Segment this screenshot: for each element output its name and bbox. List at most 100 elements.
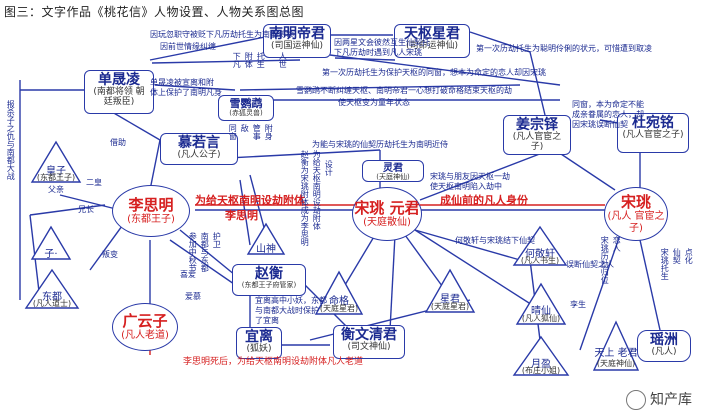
node-sub: (布庄小姐) [521, 366, 561, 375]
relation-label: 使天枢变为童年状态 [338, 98, 410, 107]
node-sub: (天庭神仙) [376, 173, 410, 181]
node-sub: (凡人老道) [121, 329, 169, 341]
node-sub: (凡人官宦之子) [622, 130, 684, 141]
relation-label: 南都与东都 [200, 232, 210, 272]
node-sub: (东都王子府管家) [241, 281, 297, 290]
node-zi[interactable]: 子· [30, 225, 72, 261]
triangle-shape [424, 268, 476, 313]
node-tianshu[interactable]: 天枢星君 (司命运神仙) [394, 24, 470, 58]
node-guangyunzi[interactable]: 广云子 (凡人老道) [112, 303, 178, 351]
relation-label: 为给天枢南明设劫附体 [195, 194, 305, 207]
triangle-shape [512, 335, 570, 376]
relation-label: 护卫 [212, 232, 222, 248]
relation-label: 何敬轩与宋珧结下仙契 [455, 236, 535, 245]
node-name: 李思明 [128, 195, 174, 214]
node-sub: (凡人 官宦之子) [607, 211, 665, 234]
node-name: 晴仙 [531, 306, 551, 317]
node-name: 单晟凌 [98, 72, 140, 88]
node-sub: (天庭神仙) [596, 359, 636, 368]
node-zhaoheng[interactable]: 赵衡 (东都王子府管家) [232, 264, 306, 296]
node-jiangzong[interactable]: 姜宗铎 (凡人官宦之子) [503, 115, 571, 155]
node-name: 宜离 [245, 329, 273, 345]
node-name: 瑶洲 [650, 332, 678, 348]
node-duwanming[interactable]: 杜宛铭 (凡人官宦之子) [617, 113, 689, 153]
watermark: 知产库 [626, 389, 692, 410]
node-lingjun[interactable]: 灵君 (天庭神仙) [362, 160, 424, 182]
node-name: 东都 [42, 292, 62, 303]
node-sub: (司国运神仙) [270, 41, 324, 52]
relation-label: 下凡 [232, 52, 242, 68]
relation-label: 雪鹦鹉不断纠缠天枢、南明帝君一心想打破命格结束天枢的劫 [296, 86, 512, 95]
node-lisiming[interactable]: 李思明 (东都王子) [112, 185, 190, 237]
node-dongdu[interactable]: 东都 (凡人道士) [24, 268, 80, 310]
relation-label: 李思明 [225, 209, 258, 222]
relation-label: 敌 [240, 124, 250, 132]
wechat-icon [626, 390, 646, 410]
relation-label: 与南都大战时保护 [255, 306, 319, 315]
node-sub: (东都王子) [36, 173, 76, 182]
node-name: 月盈 [531, 359, 551, 370]
relation-label: 了宜离 [255, 316, 279, 325]
node-songyao-god[interactable]: 宋珧 元君 (天庭散仙) [352, 187, 422, 241]
node-name: 子· [44, 249, 58, 260]
relation-label: 附体 [244, 52, 254, 68]
node-name: 杜宛铭 [632, 115, 674, 131]
node-sub: (司文神仙) [347, 342, 391, 353]
relation-label: 报杀子之仇与南都大战 [6, 100, 16, 180]
triangle-shape [30, 140, 82, 183]
relation-label: 喜爱 [180, 270, 196, 279]
node-mingge[interactable]: 命格 (天庭星君) [314, 270, 364, 316]
node-sub: (南都将领 朝廷叛臣) [93, 87, 145, 108]
relation-label: 因玩忽职守被贬下凡历劫托生为南都将领 [150, 30, 294, 39]
triangle-shape [24, 268, 80, 309]
relation-label: 因两星文会彼然互生仙契托 [334, 38, 430, 47]
relation-label: 爱慕 [185, 292, 201, 301]
node-name: 雪鹦鹉 [229, 97, 263, 110]
triangle-shape [246, 222, 286, 255]
node-name: 天上 老君 [594, 348, 638, 359]
node-tianshang[interactable]: 天上 老君 (天庭神仙) [592, 320, 640, 372]
node-name: 慕若言 [178, 135, 220, 151]
node-hengwenqing[interactable]: 衡文清君 (司文神仙) [333, 325, 405, 359]
diagram-title: 图三：文字作品《桃花信》人物设置、人物关系图总图 [4, 5, 305, 19]
node-sub: (凡人书生) [520, 256, 560, 265]
relation-label: 仙契 [672, 248, 682, 264]
triangle-shape [314, 270, 364, 315]
node-yueying[interactable]: 月盈 (布庄小姐) [512, 335, 570, 377]
relation-label: 恋人 [612, 236, 622, 252]
node-xingjun[interactable]: 星君 (天庭星君) [424, 268, 476, 314]
node-name: 南明帝君 [269, 26, 325, 42]
relation-label: 李思明死后，为给天枢南明设劫附体凡人老道 [183, 357, 364, 367]
relation-label: 为给天枢南明设劫附体 [312, 150, 322, 230]
node-hejingxuan[interactable]: 何敬轩 (凡人书生) [512, 225, 568, 267]
node-sub: (凡人官宦之子) [512, 132, 562, 153]
node-sub: (狐妖) [246, 344, 272, 355]
relation-label: 二皇 [86, 178, 102, 187]
node-name: 姜宗铎 [516, 117, 558, 133]
relation-label: 误断仙契之人 [566, 260, 614, 269]
node-sub: (凡人道士) [32, 299, 72, 308]
node-shanchengling[interactable]: 单晟凌 (南都将领 朝廷叛臣) [84, 70, 154, 114]
node-name: 广云子 [122, 311, 168, 330]
relation-label: 因前世情缘纠缠 [160, 42, 216, 51]
relation-label: 借助 [110, 138, 126, 147]
node-songyao-human[interactable]: 宋珧 (凡人 官宦之子) [604, 187, 668, 241]
relation-label: 人世 [278, 52, 288, 68]
node-shanshen[interactable]: 山神 [246, 222, 286, 256]
relation-label: 宋珧与朋友因天枢一劫 [430, 172, 510, 181]
node-yaozhou[interactable]: 瑶洲 (凡人) [637, 330, 691, 362]
relation-label: 管事 [252, 124, 262, 140]
triangle-shape [592, 320, 640, 371]
relation-label: 为能与宋珧的仙契历劫托生为南明近侍 [312, 140, 448, 149]
node-xueyongyan[interactable]: 雪鹦鹉 (赤狐灵兽) [218, 95, 274, 121]
relation-label: 使天枢南明陷入劫中 [430, 182, 502, 191]
node-yili[interactable]: 宜离 (狐妖) [236, 327, 282, 359]
relation-label: 同窗 [228, 124, 238, 140]
node-nanming[interactable]: 南明帝君 (司国运神仙) [263, 24, 331, 58]
relation-label: 第一次历劫托生为保护天枢的同窗，想本为命定的恋人却因宋珧 [322, 68, 546, 77]
node-qingxian[interactable]: 晴仙 (凡人狐仙) [515, 282, 567, 326]
node-sub: (凡人) [651, 347, 677, 358]
node-muruoyan[interactable]: 慕若言 (凡人公子) [160, 133, 238, 165]
node-huanger[interactable]: 皇子 (东都王子) [30, 140, 82, 184]
node-sub: (天庭星君) [430, 302, 470, 311]
